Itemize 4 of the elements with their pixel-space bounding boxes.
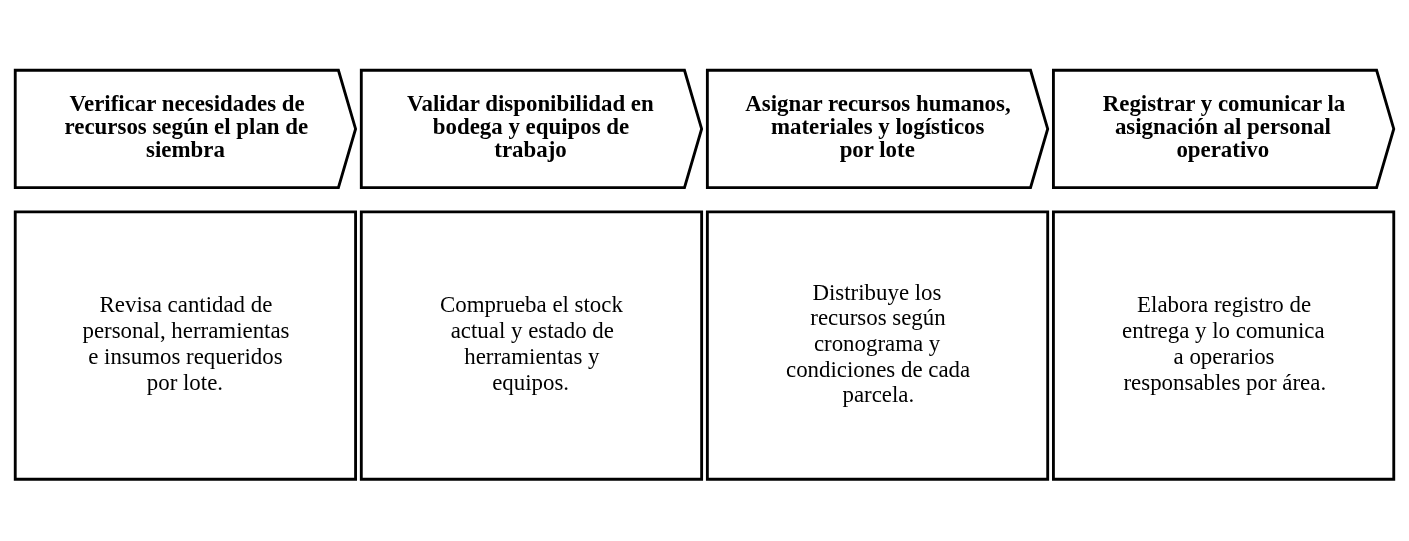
node-box: Elabora registro de entrega y lo comunica a operarios responsables por área. — [1052, 210, 1396, 481]
node-box: Revisa cantidad de personal, herramientas e insumos requeridos por lote. — [13, 210, 357, 481]
node-box: Comprueba el stock actual y estado de herramientas y equipos. — [359, 210, 704, 481]
node-box: Distribuye los recursos según cronograma y condiciones de cada parcela. — [705, 210, 1050, 481]
